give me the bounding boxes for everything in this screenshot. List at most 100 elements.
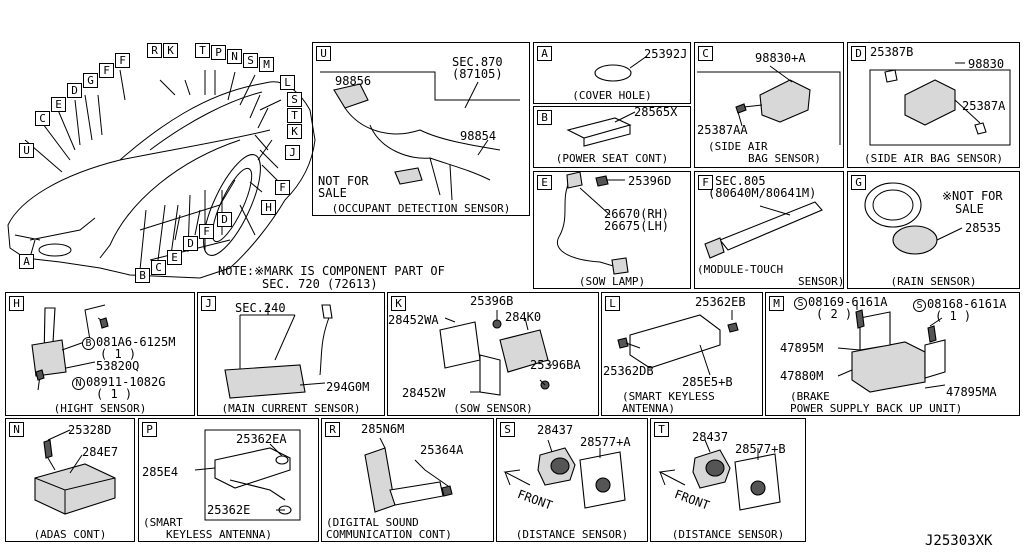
cover-hole-part <box>594 64 632 82</box>
k-part-284k0[interactable]: 284K0 <box>505 310 542 324</box>
s-part-28577a[interactable]: 28577+A <box>580 435 631 449</box>
e-part-25396d[interactable]: 25396D <box>628 174 672 188</box>
m-part-08168[interactable]: 08168-6161A <box>927 297 1007 311</box>
car-label-a[interactable]: A <box>19 254 34 269</box>
n-part-284e7[interactable]: 284E7 <box>82 445 119 459</box>
panel-k[interactable]: K <box>387 292 599 416</box>
car-label-e2[interactable]: E <box>167 250 182 265</box>
e-part-26675lh[interactable]: 26675(LH) <box>604 219 670 233</box>
car-label-n[interactable]: N <box>227 49 242 64</box>
car-label-f2[interactable]: F <box>99 63 114 78</box>
r-part-285n6m[interactable]: 285N6M <box>361 422 405 436</box>
car-label-f4[interactable]: F <box>199 224 214 239</box>
car-label-g[interactable]: G <box>83 73 98 88</box>
h-part-08911[interactable]: 08911-1082G <box>86 375 166 389</box>
m-caption-2: POWER SUPPLY BACK UP UNIT) <box>790 402 963 415</box>
panel-d[interactable]: D <box>847 42 1020 168</box>
r-part-25364a[interactable]: 25364A <box>420 443 464 457</box>
c-part-98830a[interactable]: 98830+A <box>755 51 806 65</box>
p-caption-2: KEYLESS ANTENNA) <box>166 528 272 541</box>
panel-t[interactable]: T <box>650 418 806 542</box>
car-label-b[interactable]: B <box>135 268 150 283</box>
panel-b[interactable]: B <box>533 106 691 168</box>
m-part-47880m[interactable]: 47880M <box>780 369 824 383</box>
d-part-25387a[interactable]: 25387A <box>962 99 1006 113</box>
car-label-m[interactable]: M <box>259 57 274 72</box>
car-label-k[interactable]: K <box>163 43 178 58</box>
car-label-d2[interactable]: D <box>183 236 198 251</box>
car-label-e[interactable]: E <box>51 97 66 112</box>
l-part-25362eb[interactable]: 25362EB <box>695 295 746 309</box>
panel-letter: C <box>698 46 713 61</box>
car-label-t2[interactable]: T <box>287 108 302 123</box>
panel-r[interactable]: R <box>321 418 494 542</box>
p-part-285e4[interactable]: 285E4 <box>142 465 179 479</box>
car-label-s[interactable]: S <box>243 53 258 68</box>
panel-letter: J <box>201 296 216 311</box>
car-label-f3[interactable]: F <box>275 180 290 195</box>
p-part-25362e[interactable]: 25362E <box>207 503 251 517</box>
m-part-47895ma[interactable]: 47895MA <box>946 385 997 399</box>
car-label-j[interactable]: J <box>285 145 300 160</box>
b-part-28565x[interactable]: 28565X <box>634 105 678 119</box>
k-part-25396ba[interactable]: 25396BA <box>530 358 581 372</box>
k-part-28452w[interactable]: 28452W <box>402 386 446 400</box>
power-seat-cont-part <box>566 117 632 147</box>
panel-c[interactable]: C <box>694 42 844 168</box>
panel-letter: F <box>698 175 713 190</box>
car-label-p[interactable]: P <box>211 45 226 60</box>
f-caption-2: SENSOR) <box>798 275 845 288</box>
panel-letter: R <box>325 422 340 437</box>
d-part-25387b[interactable]: 25387B <box>870 45 914 59</box>
j-part-294g0m[interactable]: 294G0M <box>326 380 370 394</box>
car-label-l[interactable]: L <box>280 75 295 90</box>
car-label-d[interactable]: D <box>67 83 82 98</box>
d-part-98830[interactable]: 98830 <box>968 57 1005 71</box>
g-part-28535[interactable]: 28535 <box>965 221 1002 235</box>
panel-f[interactable]: F <box>694 171 844 289</box>
f-sec: SEC.805 <box>715 174 766 188</box>
e-part-26670rh[interactable]: 26670(RH) <box>604 207 670 221</box>
panel-s[interactable]: S <box>496 418 648 542</box>
car-label-t[interactable]: T <box>195 43 210 58</box>
panel-p[interactable]: P <box>138 418 319 542</box>
car-label-s2[interactable]: S <box>287 92 302 107</box>
panel-g[interactable]: G <box>847 171 1020 289</box>
a-part-25392j[interactable]: 25392J <box>644 47 688 61</box>
car-label-c[interactable]: C <box>35 111 50 126</box>
l-part-285e5b[interactable]: 285E5+B <box>682 375 733 389</box>
note-line-2: SEC. 720 (72613) <box>262 277 378 291</box>
m-part-08169[interactable]: 08169-6161A <box>808 295 888 309</box>
t-part-28577b[interactable]: 28577+B <box>735 442 786 456</box>
panel-u[interactable]: U <box>312 42 530 216</box>
k-part-25396b[interactable]: 25396B <box>470 294 514 308</box>
h-part-081a6[interactable]: 081A6-6125M <box>96 335 176 349</box>
panel-j[interactable]: J <box>197 292 385 416</box>
car-label-d3[interactable]: D <box>217 212 232 227</box>
car-label-f[interactable]: F <box>115 53 130 68</box>
panel-n[interactable]: N <box>5 418 135 542</box>
l-part-25362db[interactable]: 25362DB <box>603 364 654 378</box>
car-label-c2[interactable]: C <box>151 260 166 275</box>
car-label-k2[interactable]: K <box>287 124 302 139</box>
u-part-98854[interactable]: 98854 <box>460 129 497 143</box>
panel-a[interactable]: A <box>533 42 691 104</box>
m-part-47895m[interactable]: 47895M <box>780 341 824 355</box>
s-part-28437[interactable]: 28437 <box>537 423 574 437</box>
c-part-25387aa[interactable]: 25387AA <box>697 123 748 137</box>
panel-h[interactable]: H <box>5 292 195 416</box>
car-label-h[interactable]: H <box>261 200 276 215</box>
t-part-28437[interactable]: 28437 <box>692 430 729 444</box>
panel-letter: G <box>851 175 866 190</box>
p-part-25362ea[interactable]: 25362EA <box>236 432 287 446</box>
panel-e[interactable]: E <box>533 171 691 289</box>
panel-l[interactable]: L <box>601 292 763 416</box>
n-part-25328d[interactable]: 25328D <box>68 423 112 437</box>
car-label-u[interactable]: U <box>19 143 34 158</box>
u-part-98856[interactable]: 98856 <box>335 74 372 88</box>
k-part-28452wa[interactable]: 28452WA <box>388 313 439 327</box>
h-part-53820q[interactable]: 53820Q <box>96 359 140 373</box>
panel-m[interactable]: M <box>765 292 1020 416</box>
panel-u-drawing <box>320 71 520 201</box>
car-label-r[interactable]: R <box>147 43 162 58</box>
